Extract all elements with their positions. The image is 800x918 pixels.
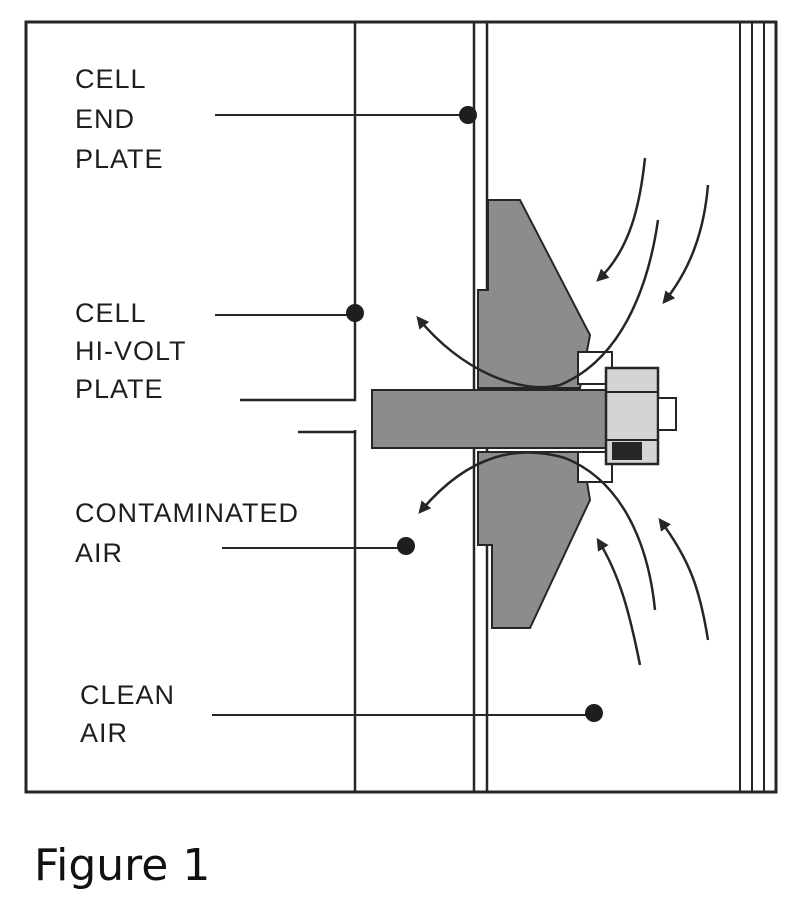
label-contaminated-air: CONTAMINATED AIR [75, 498, 308, 568]
bolt-end [657, 397, 677, 431]
dot-clean-air [585, 704, 603, 722]
airflow-arrow-lower-2 [658, 517, 710, 641]
insulator-lower-body [477, 451, 592, 629]
figure-caption: Figure 1 [34, 840, 210, 891]
label-cell-end-plate-line-1: CELL [75, 64, 146, 94]
label-cell-end-plate-line-3: PLATE [75, 144, 164, 174]
dot-contaminated-air [397, 537, 415, 555]
label-hi-volt-line-3: PLATE [75, 374, 164, 404]
label-hi-volt-line-1: CELL [75, 298, 146, 328]
hi-volt-plate-step-upper [240, 392, 357, 402]
label-contaminated-air-line-2: AIR [75, 538, 123, 568]
airflow-arrow-upper-2 [662, 184, 710, 304]
dot-end-plate [459, 106, 477, 124]
insulator-upper-body [477, 199, 592, 389]
airflow-arrow-upper-1 [596, 157, 647, 282]
label-cell-end-plate: CELL END PLATE [75, 64, 164, 174]
label-hi-volt-line-2: HI-VOLT [75, 336, 186, 366]
dot-hi-volt-plate [346, 304, 364, 322]
diagram-frame [24, 20, 778, 794]
label-clean-air-line-2: AIR [80, 718, 128, 748]
airflow-arrow-upper-3 [416, 219, 660, 389]
bolt-shaft [371, 389, 629, 449]
label-cell-hi-volt-plate: CELL HI-VOLT PLATE [75, 298, 195, 404]
label-clean-air: CLEAN AIR [80, 680, 184, 748]
hi-volt-plate-step-lower [298, 430, 357, 434]
label-clean-air-line-1: CLEAN [80, 680, 175, 710]
nut-dark-face [612, 442, 642, 460]
airflow-arrow-lower-3 [418, 451, 657, 611]
label-contaminated-air-line-1: CONTAMINATED [75, 498, 299, 528]
label-cell-end-plate-line-2: END [75, 104, 135, 134]
airflow-arrow-lower-1 [596, 537, 642, 666]
